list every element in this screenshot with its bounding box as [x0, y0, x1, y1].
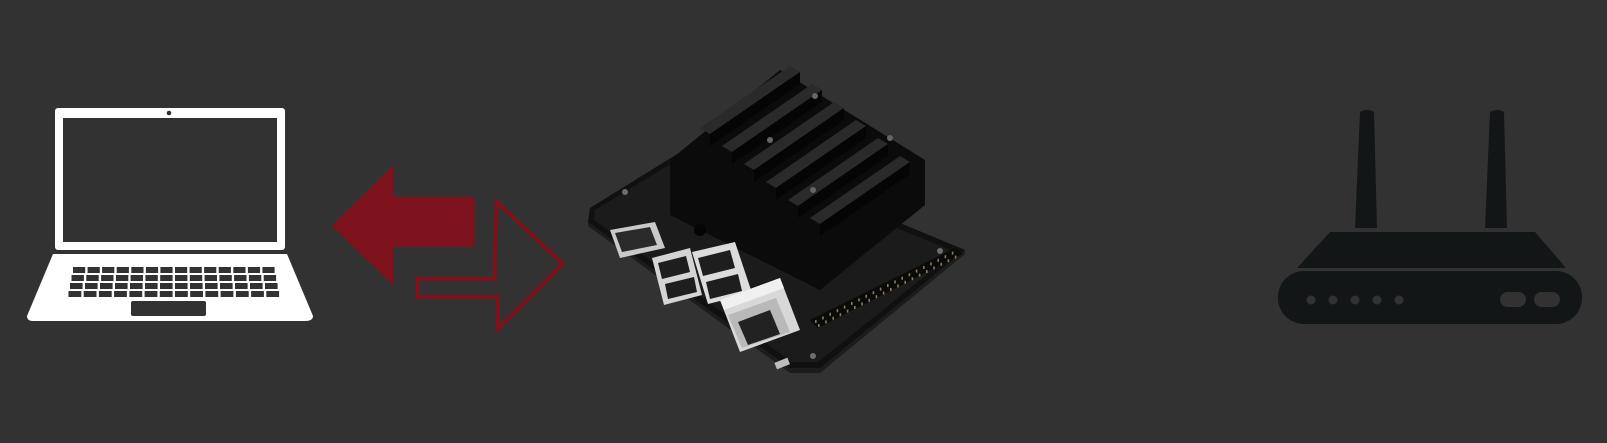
ethernet-port: [720, 278, 800, 352]
wifi-router-icon: [1278, 110, 1582, 324]
hdmi-port: [610, 222, 665, 258]
arrow-to-laptop: [332, 165, 475, 286]
laptop-icon: [27, 108, 313, 321]
arrow-to-board: [416, 197, 566, 334]
micro-usb-port: [774, 357, 790, 370]
gpio-header: [810, 248, 962, 328]
single-board-computer-icon: [588, 66, 965, 373]
usb-ports: [652, 242, 752, 305]
heatsink: [670, 66, 925, 290]
